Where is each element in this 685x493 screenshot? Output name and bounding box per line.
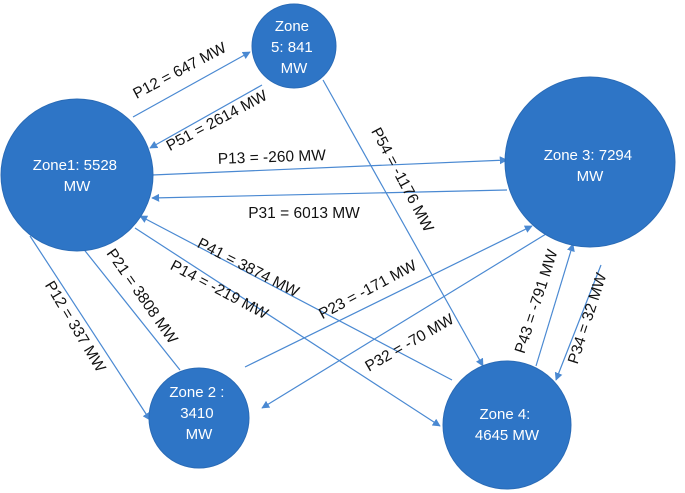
- zone-3-label: Zone 3: 7294 MW: [544, 147, 637, 185]
- flow-label-p12-left: P12 = 337 MW: [41, 278, 109, 375]
- zone-3-node: Zone 3: 7294 MW: [504, 76, 676, 248]
- zone-1-circle: [0, 98, 154, 252]
- flow-arrow-p21: [77, 241, 181, 371]
- flow-arrows: [29, 51, 602, 427]
- flow-arrow-p12-top: [132, 51, 251, 118]
- zone-2-circle: [148, 367, 250, 469]
- flow-label-p34: P34 = 32 MW: [565, 271, 610, 366]
- zone-4-node: Zone 4: 4645 MW: [442, 360, 572, 490]
- zone-5-node: Zone 5: 841 MW: [251, 3, 337, 89]
- flow-label-p13: P13 = -260 MW: [218, 147, 327, 168]
- zone-5-circle: [251, 3, 337, 89]
- zone-3-circle: [504, 76, 676, 248]
- zones: Zone 5: 841 MW Zone1: 5528 MW Zone 3: 72…: [0, 3, 676, 490]
- flow-label-p31: P31 = 6013 MW: [248, 205, 360, 222]
- flow-arrow-p32: [261, 233, 547, 409]
- flow-arrow-p51: [149, 84, 263, 149]
- flow-arrow-p41: [139, 215, 453, 381]
- flow-label-p23: P23 = -171 MW: [316, 257, 420, 323]
- flow-arrow-p54: [322, 79, 484, 367]
- flow-arrow-p23: [244, 225, 533, 368]
- flow-label-p21: P21 = 3808 MW: [103, 246, 181, 347]
- zone-4-label: Zone 4: 4645 MW: [475, 406, 540, 444]
- zone-1-node: Zone1: 5528 MW: [0, 98, 154, 252]
- flow-arrow-p31: [151, 189, 508, 202]
- flow-arrow-p34: [554, 264, 602, 381]
- flow-arrow-p13: [151, 156, 508, 176]
- flow-label-p51: P51 = 2614 MW: [164, 87, 271, 155]
- flow-arrow-p14: [134, 227, 441, 427]
- flow-label-p54: P54 = -1176 MW: [367, 125, 436, 235]
- zone-2-node: Zone 2 : 3410 MW: [148, 367, 250, 469]
- zone-5-label: Zone 5: 841 MW: [271, 18, 317, 77]
- zone-4-circle: [442, 360, 572, 490]
- zone-1-label: Zone1: 5528 MW: [33, 157, 121, 195]
- flow-arrow-p12-left: [29, 235, 151, 421]
- flow-arrow-p43: [535, 243, 575, 367]
- flow-label-p43: P43 = -791 MW: [512, 247, 562, 355]
- zone-2-label: Zone 2 : 3410 MW: [169, 384, 228, 443]
- flow-label-p32: P32 = -70 MW: [362, 311, 457, 376]
